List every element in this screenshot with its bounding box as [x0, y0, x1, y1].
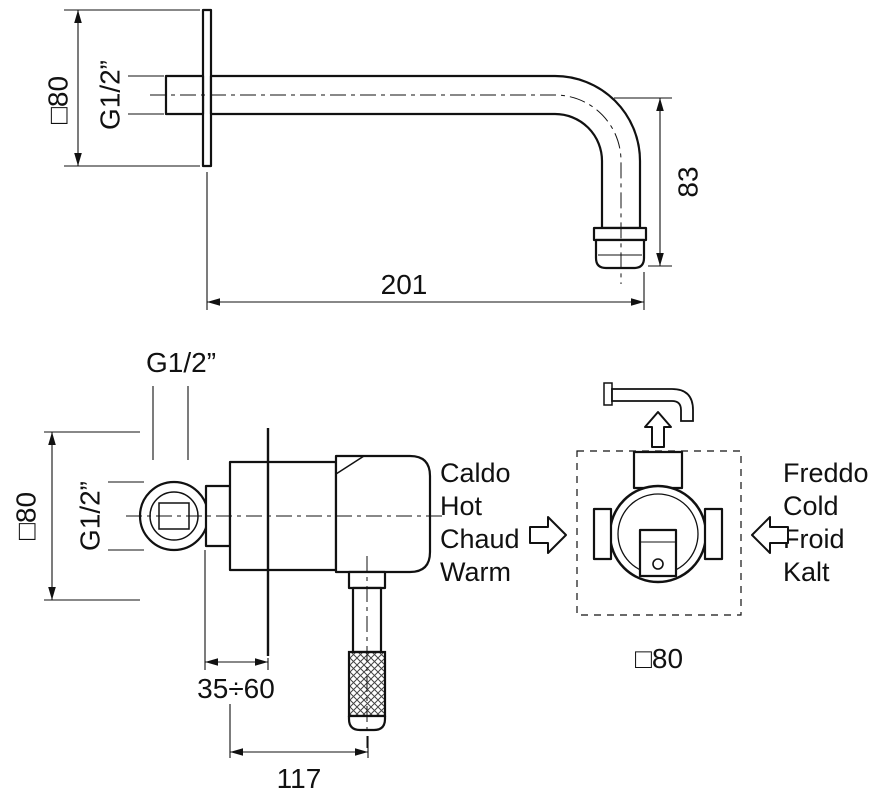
right-inlet-port — [703, 507, 724, 561]
arrowhead-right-icon — [355, 748, 368, 756]
cold-water-label: Freddo Cold Froid Kalt — [751, 458, 869, 587]
handle-sleeve — [334, 454, 432, 574]
top-outlet-port — [632, 450, 684, 490]
dim-thread-top: G1/2” — [95, 60, 126, 130]
spout-centerline — [150, 94, 622, 284]
arrowhead-up-icon — [48, 432, 56, 445]
dim-wall-range: 35÷60 — [197, 673, 275, 704]
handle-stub — [638, 528, 678, 578]
arrowhead-left-icon — [205, 658, 218, 666]
arrowhead-up-icon — [74, 10, 82, 23]
hot-inlet-right-arrow-icon — [529, 516, 567, 554]
spout-tube — [209, 74, 642, 230]
dim-plate-top: □80 — [43, 76, 74, 124]
mini-spout-flange — [603, 382, 613, 406]
arrowhead-right-icon — [631, 298, 644, 306]
spout-side-view: □80 G1/2” 83 201 — [43, 8, 704, 310]
arrowhead-left-icon — [207, 298, 220, 306]
outlet-up-arrow-icon — [644, 411, 672, 448]
mini-spout-icon — [611, 388, 694, 422]
dim-height: 83 — [673, 166, 704, 197]
dim-plate-front: □80 — [635, 643, 683, 674]
sleeve-chamfer-line — [335, 455, 365, 475]
arrowhead-down-icon — [74, 153, 82, 166]
left-inlet-port — [592, 507, 613, 561]
arrowhead-down-icon — [656, 253, 664, 266]
dim-reach: 201 — [381, 269, 428, 300]
arrowhead-up-icon — [656, 98, 664, 111]
dim-thread-top-side: G1/2” — [146, 347, 216, 378]
cold-label-line: Froid — [783, 524, 845, 554]
set-screw — [652, 558, 664, 570]
dim-plate-side: □80 — [11, 492, 42, 540]
dim-depth: 117 — [277, 763, 322, 794]
hot-water-label: Caldo Hot Chaud Warm — [440, 458, 567, 587]
mixer-side-view: G1/2” □80 G1/2” 35÷60 — [11, 347, 446, 794]
spout-aerator — [594, 238, 646, 270]
mixer-front-view: □80 — [576, 382, 742, 674]
hot-label-line: Chaud — [440, 524, 520, 554]
hot-label-line: Hot — [440, 491, 483, 521]
cold-label-line: Cold — [783, 491, 839, 521]
wall-plate-edge — [201, 8, 213, 168]
hot-label-line: Caldo — [440, 458, 511, 488]
arrowhead-down-icon — [48, 587, 56, 600]
arrowhead-left-icon — [230, 748, 243, 756]
lever-end-cap — [347, 714, 387, 732]
arrowhead-right-icon — [255, 658, 268, 666]
cold-label-line: Freddo — [783, 458, 869, 488]
cold-label-line: Kalt — [783, 557, 830, 587]
hot-label-line: Warm — [440, 557, 511, 587]
dim-thread-side: G1/2” — [75, 481, 106, 551]
cold-inlet-left-arrow-icon — [751, 516, 789, 554]
spout-tip-ring — [592, 226, 648, 242]
